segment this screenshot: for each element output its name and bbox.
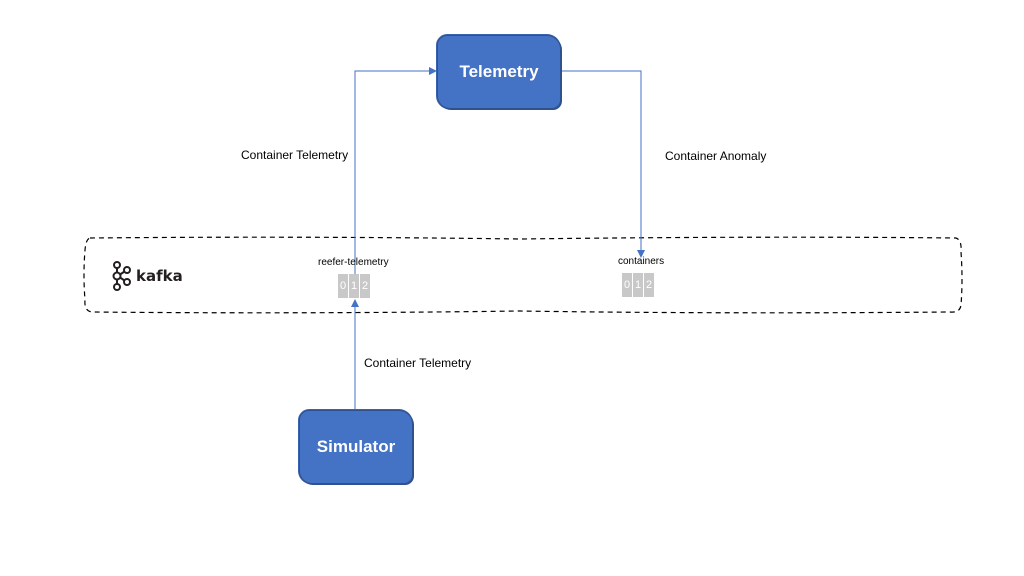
telemetry-service-node: Telemetry (437, 35, 561, 109)
partition-2: 2 (644, 273, 654, 297)
telemetry-node-label: Telemetry (459, 62, 539, 81)
edge-telemetry-in (354, 67, 437, 276)
kafka-logo-text: kafka (136, 267, 183, 285)
edge-label-container-anomaly: Container Anomaly (665, 149, 767, 163)
edge-label-container-telemetry-bottom: Container Telemetry (364, 356, 472, 370)
partition-2: 2 (360, 274, 370, 298)
partition-0: 0 (622, 273, 632, 297)
kafka-logo: kafka (110, 261, 183, 291)
kafka-logo-icon (112, 261, 131, 291)
topic-partitions-reefer-telemetry: 0 1 2 (338, 274, 370, 298)
simulator-service-node: Simulator (299, 410, 413, 484)
kafka-cluster-boundary (83, 236, 963, 314)
topic-partitions-containers: 0 1 2 (622, 273, 654, 297)
edge-label-container-telemetry-top: Container Telemetry (241, 148, 349, 162)
partition-1: 1 (349, 274, 359, 298)
simulator-node-label: Simulator (316, 437, 396, 456)
edge-anomaly-out (560, 70, 645, 258)
partition-0: 0 (338, 274, 348, 298)
partition-1: 1 (633, 273, 643, 297)
topic-label-reefer-telemetry: reefer-telemetry (318, 257, 389, 268)
topic-label-containers: containers (618, 256, 665, 267)
